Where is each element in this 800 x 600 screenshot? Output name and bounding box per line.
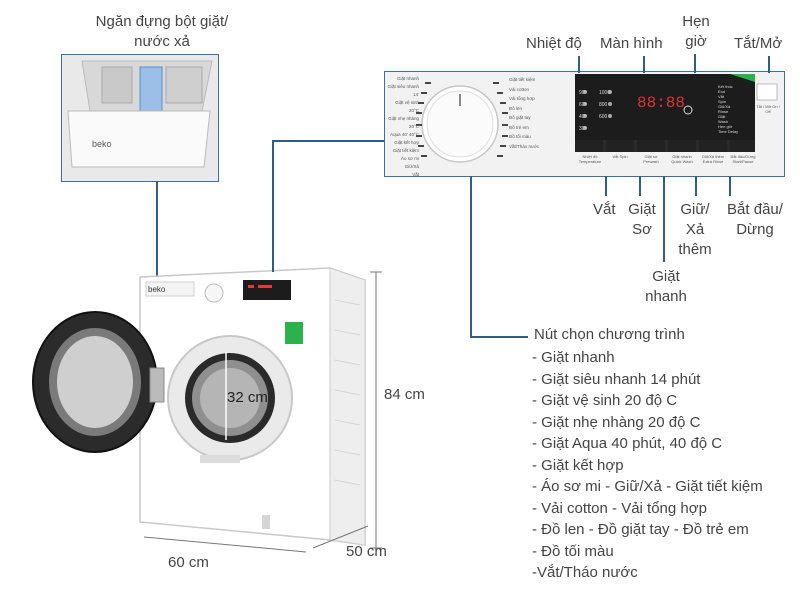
drum-size-label: 32 cm [227,389,268,406]
program-item: - Đồ tối màu [532,542,614,560]
program-item: - Đồ len - Đồ giặt tay - Đồ trẻ em [532,521,749,538]
prewash-button[interactable]: Giặt sơ Prewash [643,154,659,164]
display-leader-line [643,56,645,73]
panel-right-program-list: Giặt tiết kiệm Vải cotton Vải tổng hợp Đ… [509,77,540,149]
spin-button[interactable]: Vắt Spin [612,154,628,159]
program-item: - Áo sơ mi - Giữ/Xả - Giặt tiết kiệm [532,478,763,495]
drawer-leader-line [156,181,158,299]
display-digits: 88:88 [637,94,685,112]
program-item: -Vắt/Tháo nước [532,564,638,581]
program-item: - Giặt vệ sinh 20 độ C [532,392,678,409]
program-dial-leader-v [470,176,472,337]
power-callout-label: Tắt/Mở [734,35,783,52]
prewash-leader-line [639,176,641,196]
panel-leader-line-v [272,140,274,272]
extra-rinse-button[interactable]: Giũ/Xả thêm Extra Rinse [701,154,725,164]
quick-wash-leader-line [663,176,665,262]
detergent-drawer-image: beko [62,55,218,181]
quick-wash-button[interactable]: Giặt nhanh Quick Wash [671,154,693,164]
height-dimension-label: 84 cm [384,386,425,403]
program-item: - Giặt nhanh [532,349,615,366]
program-list: - Giặt nhanh - Giặt siêu nhanh 14 phút -… [532,347,763,584]
display-callout-label: Màn hình [600,35,663,52]
program-item: - Giặt siêu nhanh 14 phút [532,370,701,388]
width-dimension-label: 60 cm [168,554,209,571]
program-item: - Giặt kết hợp [532,456,624,474]
power-leader-line [768,56,770,73]
drawer-photo-frame: beko [61,54,219,182]
drawer-callout-label: Ngăn đựng bột giặt/ nước xả [95,13,229,50]
start-pause-callout-label: Bắt đầu/ Dừng [727,201,783,238]
control-panel-closeup: 88:88 Giặt nhanh Giặt siêu nhanh 14' Giặ… [384,71,785,177]
spin-callout-label: Vắt [593,201,616,218]
quick-wash-callout-label: Giặt nhanh [645,268,687,305]
spin-leader-line [605,176,607,196]
panel-spin-values: 1000 800 600 [599,90,611,120]
timer-callout-label: Hẹn giờ [682,13,710,50]
power-button-label[interactable]: Tắt / Mở On / Off [756,104,780,114]
drawer-brand-text: beko [92,139,112,149]
program-item: - Vải cotton - Vải tổng hợp [532,499,707,517]
temperature-button[interactable]: Nhiệt độ Temperature [578,154,602,164]
panel-leader-line-h [272,140,385,142]
temperature-callout-label: Nhiệt độ [526,35,582,52]
panel-status-labels: Kết thúc End Vắt Spin Giũ/Xả Rinse Giặt … [718,84,739,134]
start-pause-leader-line [729,176,731,196]
panel-left-program-list: Giặt nhanh Giặt siêu nhanh 14' Giặt vệ s… [387,76,419,177]
machine-brand-text: beko [148,285,166,294]
extra-rinse-leader-line [695,176,697,196]
timer-leader-line [694,54,696,73]
temperature-leader-line [578,56,580,73]
control-panel-graphic: 88:88 [385,72,784,176]
panel-temp-values: 90° 60° 40° 30° [579,90,587,132]
program-list-title: Nút chọn chương trình [534,326,685,343]
program-dial-leader-h [470,336,528,338]
start-pause-button[interactable]: Bắt đầu/Dừng Start/Pause [730,154,756,164]
depth-dimension-label: 50 cm [346,543,387,560]
program-item: - Giặt Aqua 40 phút, 40 độ C [532,435,723,452]
extra-rinse-callout-label: Giữ/ Xả thêm [678,201,712,258]
prewash-callout-label: Giặt Sơ [628,201,656,238]
program-item: - Giặt nhẹ nhàng 20 độ C [532,413,701,431]
